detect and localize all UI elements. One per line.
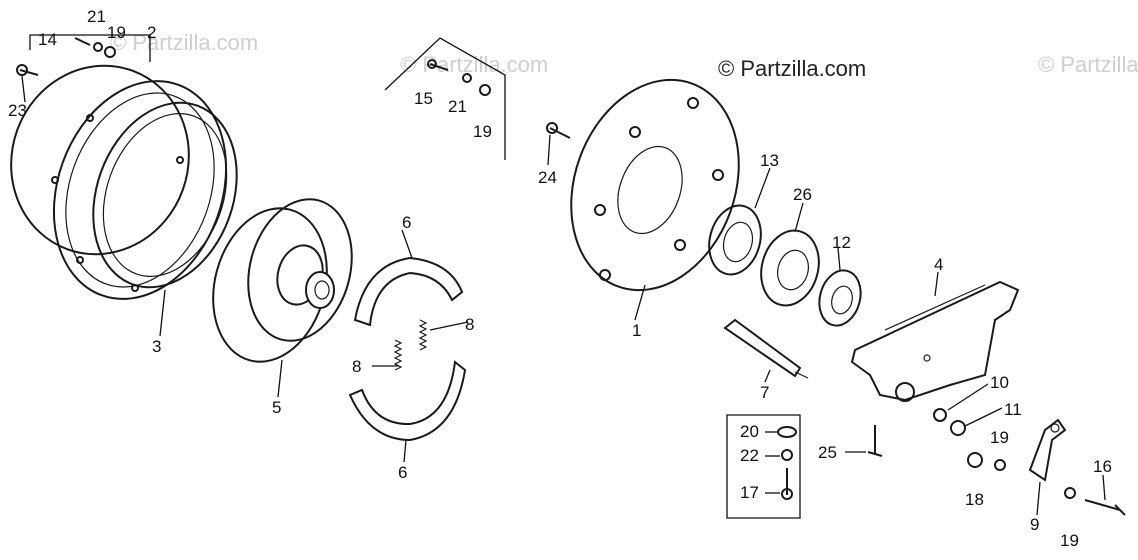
part-4-arm-bracket <box>850 280 1020 402</box>
label-part-4: 4 <box>934 255 943 274</box>
label-part-6-upper: 6 <box>402 213 411 232</box>
part-19-washer-b <box>479 84 491 96</box>
part-10-nut <box>933 408 947 422</box>
part-9-brake-arm <box>1028 418 1067 482</box>
part-12-seal <box>818 269 862 327</box>
part-7-brake-cam <box>723 318 809 379</box>
label-part-21-a: 21 <box>87 7 106 26</box>
label-part-15: 15 <box>414 89 433 108</box>
label-part-17: 17 <box>740 483 759 502</box>
part-17-bolt <box>781 468 793 500</box>
label-part-14: 14 <box>38 30 57 49</box>
part-3-drum-cover <box>10 64 228 300</box>
label-part-9: 9 <box>1030 515 1039 534</box>
label-part-3: 3 <box>152 337 161 356</box>
part-6-brake-shoe-upper <box>353 256 464 327</box>
label-part-10: 10 <box>990 373 1009 392</box>
watermark-faint-1: © Partzilla.com <box>110 30 258 55</box>
label-part-1: 1 <box>632 321 641 340</box>
label-part-8-right: 8 <box>465 315 474 334</box>
watermark-faint-3: © Partzilla.com <box>1038 52 1138 77</box>
label-part-19-b: 19 <box>473 122 492 141</box>
label-part-21-b: 21 <box>448 97 467 116</box>
label-part-8-left: 8 <box>352 357 361 376</box>
group-bracket-left <box>29 34 151 62</box>
label-part-20: 20 <box>740 422 759 441</box>
label-part-12: 12 <box>832 233 851 252</box>
part-19-washer-a <box>104 46 116 58</box>
label-part-2: 2 <box>147 23 156 42</box>
label-part-24: 24 <box>538 168 557 187</box>
part-14-bolt <box>74 37 91 46</box>
label-part-26: 26 <box>793 185 812 204</box>
part-19-washer-d <box>1064 487 1076 499</box>
group-bracket-middle <box>384 37 506 160</box>
label-part-19-d: 19 <box>1060 531 1079 550</box>
part-23-bolt <box>16 64 39 76</box>
part-2-gasket-ring <box>92 101 238 289</box>
label-part-11: 11 <box>1004 400 1022 419</box>
part-26-bearing <box>760 229 820 307</box>
part-21-washer-b <box>462 73 472 83</box>
label-part-25: 25 <box>818 443 837 462</box>
label-part-13: 13 <box>760 151 779 170</box>
label-part-19-a: 19 <box>107 23 126 42</box>
label-part-7: 7 <box>760 383 769 402</box>
label-part-18: 18 <box>965 490 984 509</box>
part-19-washer-c <box>994 459 1006 471</box>
label-part-5: 5 <box>272 398 281 417</box>
part-25-bolt <box>867 425 883 457</box>
label-part-6-lower: 6 <box>398 463 407 482</box>
part-16-bolt <box>1084 499 1126 516</box>
part-11-washer <box>950 420 966 436</box>
part-18-nut <box>967 452 983 468</box>
part-20-washer <box>777 426 797 438</box>
part-8-spring-right <box>418 319 428 351</box>
part-13-oil-seal <box>708 204 762 276</box>
part-1-backing-plate <box>570 78 740 292</box>
watermark-faint-2: © Partzilla.com <box>400 52 548 77</box>
part-6-brake-shoe-lower <box>348 360 467 442</box>
part-8-spring-left <box>393 339 403 371</box>
part-21-washer-a <box>93 42 103 52</box>
label-part-19-c: 19 <box>990 428 1009 447</box>
label-part-23: 23 <box>8 101 27 120</box>
watermark-main: © Partzilla.com <box>718 56 866 81</box>
group-box-hardware <box>726 414 801 519</box>
part-5-brake-drum <box>212 198 353 363</box>
part-24-bolt <box>546 122 571 139</box>
label-part-22: 22 <box>740 446 759 465</box>
part-22-spring <box>781 449 793 461</box>
label-part-16: 16 <box>1093 457 1112 476</box>
part-15-bolt <box>427 59 449 71</box>
